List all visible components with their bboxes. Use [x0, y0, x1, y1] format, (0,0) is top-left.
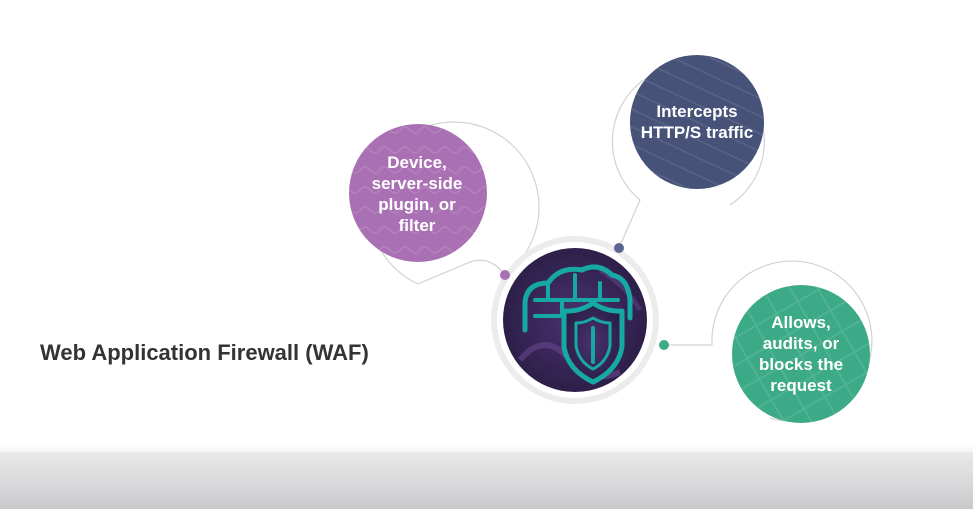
- waf-cloud-firewall-shield-icon: [522, 264, 633, 385]
- allows-circle-texture: [732, 285, 870, 423]
- footer-band: [0, 444, 973, 509]
- intercepts-connector-dot: [614, 243, 624, 253]
- allows-node-label: Allows, audits, or blocks the request: [758, 313, 844, 395]
- device-node-label: Device, server-side plugin, or filter: [371, 153, 463, 235]
- page-title: Web Application Firewall (WAF): [40, 340, 369, 365]
- device-circle-texture: [349, 124, 487, 262]
- intercepts-circle-texture: [630, 55, 764, 189]
- intercepts-node-label: Intercepts HTTP/S traffic: [640, 102, 754, 142]
- allows-connector-dot: [659, 340, 669, 350]
- connector-device: [417, 259, 506, 285]
- center-leaf-decoration-2: [598, 267, 643, 312]
- device-connector-dot: [500, 270, 510, 280]
